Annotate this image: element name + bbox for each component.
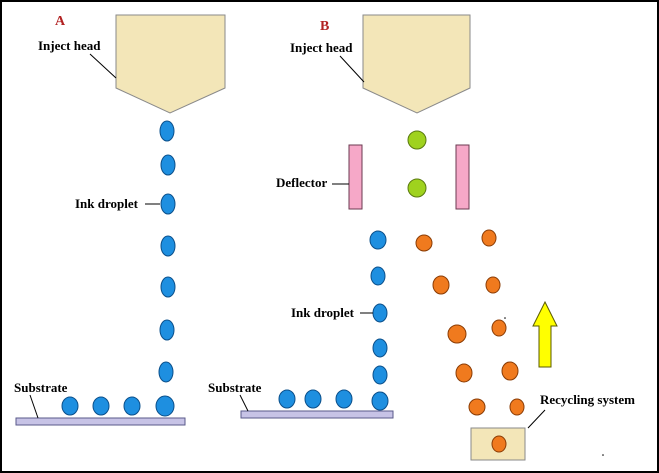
ink-droplet xyxy=(481,229,497,247)
ink-droplet xyxy=(371,391,389,411)
ink-droplet xyxy=(415,234,433,252)
panel-b-deflector-label: Deflector xyxy=(276,175,327,190)
ink-droplet xyxy=(160,276,176,298)
panel-b-green-droplets xyxy=(407,130,427,198)
panel-a-inject-head-label: Inject head xyxy=(38,38,101,53)
panel-b-substrate xyxy=(240,410,394,419)
ink-droplet xyxy=(501,361,519,381)
ink-droplet xyxy=(304,389,322,409)
ink-droplet xyxy=(372,365,388,385)
ink-droplet xyxy=(372,303,388,323)
panel-b-substrate-leader xyxy=(239,394,249,412)
ink-droplet xyxy=(370,266,386,286)
panel-b-orange-droplets xyxy=(415,229,525,416)
panel-b-inject-head xyxy=(362,14,471,114)
ink-droplet xyxy=(123,396,141,416)
ink-droplet xyxy=(160,235,176,257)
ink-droplet xyxy=(278,389,296,409)
ink-droplet xyxy=(447,324,467,344)
ink-droplet xyxy=(159,120,175,142)
ink-droplet xyxy=(369,230,387,250)
panel-b-label: B xyxy=(320,19,329,34)
ink-droplet xyxy=(61,396,79,416)
ink-droplet xyxy=(158,361,174,383)
deflector-plate-left xyxy=(348,144,363,210)
panel-b-substrate-label: Substrate xyxy=(208,380,262,395)
panel-a-ink-droplet-label: Ink droplet xyxy=(75,196,139,211)
panel-b-inject-head-leader xyxy=(339,55,365,83)
stray-dot xyxy=(504,317,506,319)
ink-droplet xyxy=(468,398,486,416)
panel-a-substrate xyxy=(15,417,186,426)
recycle-flow-arrow-icon xyxy=(532,300,558,368)
ink-droplet xyxy=(491,319,507,337)
panel-a-substrate-label: Substrate xyxy=(14,380,68,395)
ink-droplet xyxy=(455,363,473,383)
ink-droplet xyxy=(372,338,388,358)
panel-b-recycling-system-label: Recycling system xyxy=(540,392,635,407)
ink-droplet xyxy=(509,398,525,416)
panel-b-inject-head-label: Inject head xyxy=(290,40,353,55)
panel-a-inject-head xyxy=(115,14,226,114)
panel-a-substrate-leader xyxy=(29,394,39,419)
ink-droplet xyxy=(159,319,175,341)
panel-a-label: A xyxy=(55,14,66,29)
ink-droplet xyxy=(491,435,507,453)
panel-b-ink-droplet-label: Ink droplet xyxy=(291,305,355,320)
ink-droplet xyxy=(335,389,353,409)
ink-droplet xyxy=(92,396,110,416)
ink-droplet xyxy=(160,154,176,176)
panel-b-recycling-system-leader xyxy=(527,409,546,429)
ink-droplet xyxy=(407,130,427,150)
ink-droplet xyxy=(160,193,176,215)
deflector-plate-right xyxy=(455,144,470,210)
stray-dot xyxy=(602,454,604,456)
panel-b-blue-droplets xyxy=(278,230,389,411)
ink-droplet xyxy=(155,395,175,417)
ink-droplet xyxy=(432,275,450,295)
panel-a-inject-head-leader xyxy=(89,53,117,79)
ink-droplet xyxy=(407,178,427,198)
panel-a-droplet-stream xyxy=(61,120,176,417)
ink-droplet xyxy=(485,276,501,294)
